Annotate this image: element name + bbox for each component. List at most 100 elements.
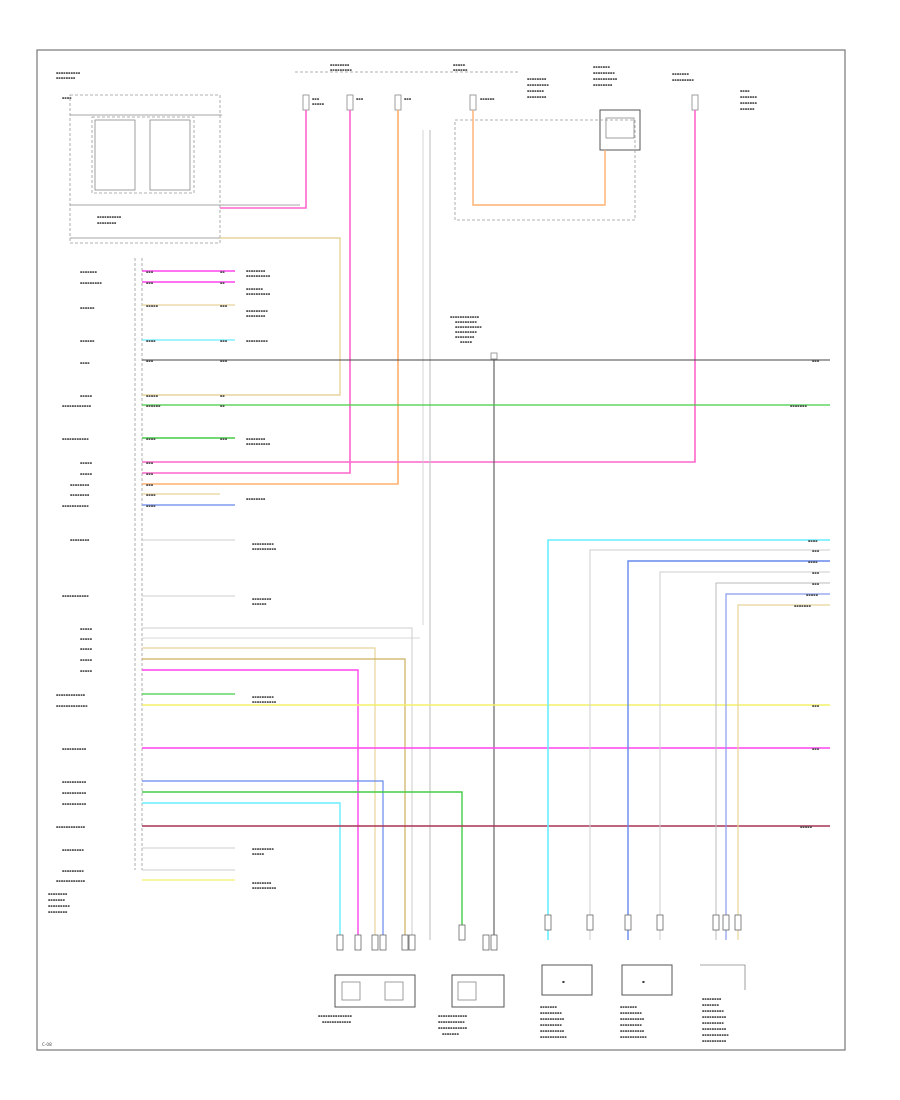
page-reference: C-08 [42,1042,52,1047]
svg-text:▪▪▪▪▪▪▪: ▪▪▪▪▪▪▪ [794,604,812,608]
svg-text:▪▪: ▪▪ [220,281,225,285]
svg-text:▪▪▪▪▪▪▪▪▪▪▪▪: ▪▪▪▪▪▪▪▪▪▪▪▪ [56,825,86,829]
svg-text:▪▪▪▪▪▪▪▪▪▪▪: ▪▪▪▪▪▪▪▪▪▪▪ [455,325,482,329]
svg-text:▪▪▪▪▪▪▪▪▪▪: ▪▪▪▪▪▪▪▪▪▪ [252,700,277,704]
svg-text:▪▪▪▪▪: ▪▪▪▪▪ [80,394,93,398]
svg-text:▪▪▪▪▪▪▪: ▪▪▪▪▪▪▪ [540,1005,558,1009]
svg-text:▪▪▪▪▪: ▪▪▪▪▪ [80,627,93,631]
svg-text:▪▪▪▪▪▪▪▪: ▪▪▪▪▪▪▪▪ [527,95,547,99]
svg-text:▪▪▪▪▪▪▪▪▪▪: ▪▪▪▪▪▪▪▪▪▪ [246,274,271,278]
right-edge-labels: ▪▪▪ ▪▪▪▪▪▪▪ ▪▪▪▪ ▪▪▪ ▪▪▪▪ ▪▪▪ ▪▪▪ ▪▪▪▪▪ … [790,359,820,829]
svg-text:▪▪▪▪▪▪▪▪▪▪: ▪▪▪▪▪▪▪▪▪▪ [620,1029,645,1033]
svg-text:▪▪▪▪▪: ▪▪▪▪▪ [80,669,93,673]
svg-text:▪▪▪▪▪▪▪: ▪▪▪▪▪▪▪ [740,101,758,105]
top-right-module-dash [454,119,636,221]
svg-text:▪▪▪▪▪: ▪▪▪▪▪ [146,304,159,308]
wire-pink-3 [142,110,696,463]
wire-cyan-3 [547,539,830,940]
wire-gray-5 [142,627,413,940]
svg-text:▪▪▪▪▪▪▪▪▪: ▪▪▪▪▪▪▪▪▪ [540,1011,562,1015]
svg-text:▪▪▪▪▪▪▪▪▪▪▪: ▪▪▪▪▪▪▪▪▪▪▪ [62,437,89,441]
svg-text:▪▪▪▪▪▪▪▪▪: ▪▪▪▪▪▪▪▪▪ [62,869,84,873]
svg-text:▪▪▪▪▪▪▪▪▪▪: ▪▪▪▪▪▪▪▪▪▪ [62,780,87,784]
svg-text:▪▪▪▪▪▪▪▪▪: ▪▪▪▪▪▪▪▪▪ [330,68,352,72]
svg-text:▪▪: ▪▪ [220,394,225,398]
wire-tan-6 [737,604,830,940]
svg-text:▪▪▪▪▪▪▪▪: ▪▪▪▪▪▪▪▪ [527,77,547,81]
svg-text:▪▪▪▪▪▪▪: ▪▪▪▪▪▪▪ [442,1032,460,1036]
svg-text:▪▪: ▪▪ [220,270,225,274]
bottom-sensor-2: ▪▪▪▪▪▪▪▪▪▪▪▪ ▪▪▪▪▪▪▪▪▪▪▪ ▪▪▪▪▪▪▪▪▪▪▪▪ ▪▪… [438,974,505,1036]
svg-text:▪▪▪▪▪▪▪▪▪: ▪▪▪▪▪▪▪▪▪ [702,1009,724,1013]
svg-text:▪▪▪▪▪▪▪▪▪: ▪▪▪▪▪▪▪▪▪ [252,542,274,546]
svg-text:▪▪▪▪▪▪▪: ▪▪▪▪▪▪▪ [672,72,690,76]
svg-text:▪▪▪▪▪▪▪▪▪▪▪▪: ▪▪▪▪▪▪▪▪▪▪▪▪ [62,404,92,408]
svg-text:▪▪▪▪: ▪▪▪▪ [80,361,90,365]
bottom-sensor-5: ▪▪▪▪▪▪▪▪ ▪▪▪▪▪▪▪ ▪▪▪▪▪▪▪▪▪ ▪▪▪▪▪▪▪▪▪▪ ▪▪… [700,964,746,1043]
svg-text:▪▪▪: ▪▪▪ [146,483,154,487]
svg-text:▪▪▪▪▪: ▪▪▪▪▪ [460,340,473,344]
svg-text:▪▪▪▪▪▪▪: ▪▪▪▪▪▪▪ [790,404,808,408]
wire-tan-4 [142,647,376,940]
svg-text:▪▪▪▪▪▪: ▪▪▪▪▪▪ [80,306,95,310]
svg-text:▪▪▪▪▪▪▪▪▪▪: ▪▪▪▪▪▪▪▪▪▪ [620,1017,645,1021]
svg-text:▪▪▪▪▪: ▪▪▪▪▪ [80,647,93,651]
svg-text:▪▪▪▪▪▪▪: ▪▪▪▪▪▪▪ [702,1003,720,1007]
svg-text:▪▪▪▪▪▪▪▪: ▪▪▪▪▪▪▪▪ [70,483,90,487]
svg-text:▪▪▪▪▪▪: ▪▪▪▪▪▪ [252,602,267,606]
wire-gray-9 [589,549,830,940]
svg-text:▪▪▪▪▪▪▪▪▪▪▪▪: ▪▪▪▪▪▪▪▪▪▪▪▪ [56,693,86,697]
svg-text:▪▪▪▪▪▪▪▪: ▪▪▪▪▪▪▪▪ [48,910,68,914]
svg-text:▪▪▪▪▪▪▪▪▪▪▪: ▪▪▪▪▪▪▪▪▪▪▪ [62,594,89,598]
svg-text:▪▪▪▪▪▪▪▪▪▪: ▪▪▪▪▪▪▪▪▪▪ [540,1017,565,1021]
svg-text:▪▪▪▪▪▪▪▪▪▪: ▪▪▪▪▪▪▪▪▪▪ [702,1027,727,1031]
svg-text:▪▪▪▪: ▪▪▪▪ [146,339,156,343]
wire-gray-11 [715,582,830,940]
svg-text:▪▪▪▪▪▪▪▪: ▪▪▪▪▪▪▪▪ [702,997,722,1001]
wire-magenta-3 [142,669,359,940]
svg-text:▪▪▪: ▪▪▪ [812,571,820,575]
svg-text:▪▪▪▪▪▪▪▪▪▪: ▪▪▪▪▪▪▪▪▪▪ [62,802,87,806]
ecm-connector: ▪▪▪▪▪▪▪▪ ▪▪▪▪▪▪▪ ▪▪▪▪▪▪▪▪▪ ▪▪▪▪▪▪▪▪ [48,258,143,914]
top-right-module-a [599,109,641,151]
svg-text:▪▪▪▪▪▪▪: ▪▪▪▪▪▪▪ [593,65,611,69]
svg-text:▪▪▪: ▪▪▪ [220,359,228,363]
svg-text:▪▪▪▪▪▪: ▪▪▪▪▪▪ [80,339,95,343]
center-splice-label: ▪▪▪▪▪▪▪▪▪▪▪▪ ▪▪▪▪▪▪▪▪▪ ▪▪▪▪▪▪▪▪▪▪▪ ▪▪▪▪▪… [450,315,498,360]
svg-text:▪▪▪▪▪▪▪▪: ▪▪▪▪▪▪▪▪ [70,538,90,542]
svg-text:▪▪▪▪▪▪: ▪▪▪▪▪▪ [740,107,755,111]
svg-text:▪▪▪▪▪▪▪▪▪: ▪▪▪▪▪▪▪▪▪ [246,339,268,343]
svg-text:▪▪▪: ▪▪▪ [312,97,320,101]
svg-text:▪▪▪▪▪▪▪▪▪: ▪▪▪▪▪▪▪▪▪ [620,1023,642,1027]
svg-text:▪▪▪▪▪▪▪▪▪▪: ▪▪▪▪▪▪▪▪▪▪ [540,1029,565,1033]
svg-text:▪▪▪: ▪▪▪ [812,704,820,708]
ecm-pin-labels: ▪▪▪▪▪▪▪ ▪▪▪▪▪▪▪▪▪ ▪▪▪▪▪▪ ▪▪▪▪▪▪ ▪▪▪▪ ▪▪▪… [56,270,102,883]
svg-text:▪▪▪▪▪▪▪: ▪▪▪▪▪▪▪ [80,270,98,274]
svg-text:▪▪▪: ▪▪▪ [146,281,154,285]
svg-text:▪▪▪▪▪▪▪: ▪▪▪▪▪▪▪ [246,287,264,291]
wire-green-4 [142,791,463,940]
svg-text:▪▪▪▪▪: ▪▪▪▪▪ [80,472,93,476]
svg-text:▪▪▪: ▪▪▪ [812,359,820,363]
svg-text:▪▪▪▪▪▪: ▪▪▪▪▪▪ [146,404,161,408]
svg-text:▪▪▪▪▪▪▪▪▪▪: ▪▪▪▪▪▪▪▪▪▪ [62,747,87,751]
svg-text:▪▪▪▪▪▪▪▪: ▪▪▪▪▪▪▪▪ [48,892,68,896]
wire-tan-1 [142,237,341,396]
bottom-sensor-1: ▪▪▪▪▪▪▪▪▪▪▪▪▪▪ ▪▪▪▪▪▪▪▪▪▪▪▪ [318,974,416,1024]
svg-text:▪▪▪▪▪▪▪▪▪: ▪▪▪▪▪▪▪▪▪ [62,848,84,852]
svg-text:▪▪▪▪▪: ▪▪▪▪▪ [806,593,819,597]
svg-text:▪▪▪▪▪▪▪▪▪: ▪▪▪▪▪▪▪▪▪ [593,71,615,75]
svg-text:▪▪▪▪▪: ▪▪▪▪▪ [312,102,325,106]
svg-text:▪: ▪ [562,979,565,984]
svg-text:▪▪▪▪▪▪▪▪▪▪: ▪▪▪▪▪▪▪▪▪▪ [246,442,271,446]
wire-orange-2 [472,110,606,206]
svg-text:▪▪▪▪▪▪▪▪▪▪: ▪▪▪▪▪▪▪▪▪▪ [56,71,81,75]
top-labels: ▪▪▪▪▪▪▪▪ ▪▪▪▪▪▪▪▪▪ ▪▪▪▪▪ ▪▪▪▪▪▪ ▪▪▪ ▪▪▪▪… [312,63,758,111]
svg-text:▪▪▪▪▪: ▪▪▪▪▪ [252,852,265,856]
svg-text:▪▪▪▪▪▪▪▪: ▪▪▪▪▪▪▪▪ [56,76,76,80]
bottom-pin-markers [336,914,742,951]
svg-text:▪▪▪: ▪▪▪ [356,97,364,101]
svg-text:▪▪▪▪▪▪: ▪▪▪▪▪▪ [480,97,495,101]
svg-text:▪▪▪▪▪▪▪▪: ▪▪▪▪▪▪▪▪ [246,497,266,501]
